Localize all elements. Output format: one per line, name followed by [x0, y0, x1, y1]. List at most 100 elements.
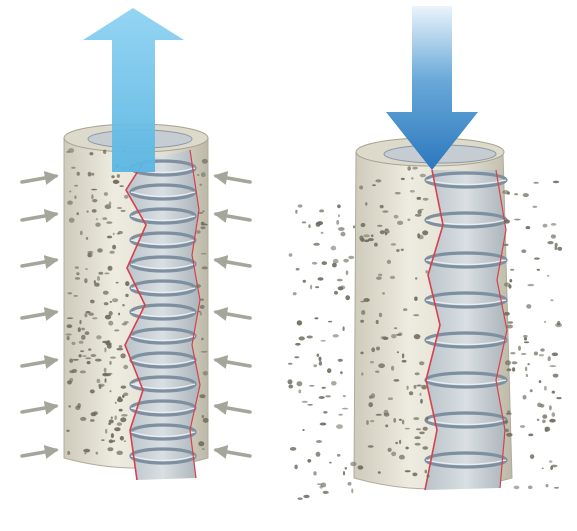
aggregate-speck	[105, 204, 112, 209]
side-arrow-left	[22, 360, 56, 366]
aggregate-speck	[384, 229, 390, 233]
aggregate-speck	[88, 253, 91, 257]
aggregate-speck	[506, 368, 511, 371]
aggregate-speck	[415, 277, 417, 279]
aggregate-speck	[504, 282, 510, 286]
aggregate-speck	[78, 327, 81, 332]
aggregate-speck	[198, 441, 204, 446]
aggregate-speck	[367, 299, 369, 301]
aggregate-speck	[314, 317, 318, 319]
aggregate-speck	[77, 403, 81, 408]
aggregate-speck	[376, 277, 382, 280]
aggregate-speck	[353, 225, 355, 228]
aggregate-speck	[407, 219, 410, 221]
aggregate-speck	[104, 273, 109, 275]
aggregate-speck	[329, 462, 332, 464]
aggregate-speck	[422, 446, 428, 449]
aggregate-speck	[390, 276, 395, 279]
aggregate-speck	[510, 269, 514, 271]
aggregate-speck	[110, 301, 112, 303]
side-arrow-left	[22, 176, 56, 182]
side-arrow-left	[22, 406, 56, 412]
aggregate-speck	[411, 177, 414, 179]
aggregate-speck	[117, 233, 120, 235]
aggregate-speck	[196, 230, 200, 234]
aggregate-speck	[384, 413, 390, 417]
aggregate-speck	[512, 367, 515, 371]
aggregate-speck	[71, 167, 75, 169]
side-arrow-left	[22, 260, 56, 266]
aggregate-speck	[395, 192, 401, 195]
aggregate-speck	[547, 275, 550, 277]
aggregate-speck	[202, 448, 205, 450]
aggregate-speck	[103, 291, 109, 295]
aggregate-speck	[351, 488, 353, 493]
aggregate-speck	[348, 482, 352, 486]
aggregate-speck	[385, 424, 388, 427]
aggregate-speck	[90, 389, 95, 393]
aggregate-speck	[107, 447, 113, 451]
aggregate-speck	[338, 227, 345, 231]
aggregate-speck	[105, 429, 107, 434]
aggregate-speck	[396, 334, 401, 336]
aggregate-speck	[415, 443, 421, 446]
aggregate-speck	[540, 348, 544, 351]
aggregate-speck	[118, 396, 121, 400]
aggregate-speck	[426, 417, 429, 422]
aggregate-speck	[104, 368, 107, 373]
aggregate-speck	[557, 247, 562, 251]
aggregate-speck	[391, 366, 394, 371]
aggregate-speck	[537, 419, 540, 421]
aggregate-speck	[548, 356, 551, 361]
aggregate-speck	[402, 360, 407, 363]
aggregate-speck	[88, 313, 94, 316]
aggregate-speck	[76, 212, 79, 215]
aggregate-speck	[547, 241, 553, 244]
aggregate-speck	[365, 202, 367, 206]
aggregate-speck	[388, 448, 392, 452]
aggregate-speck	[504, 219, 510, 223]
side-arrow-right	[216, 260, 250, 266]
aggregate-speck	[381, 336, 387, 339]
aggregate-speck	[111, 175, 114, 178]
aggregate-speck	[328, 321, 332, 323]
aggregate-speck	[323, 491, 329, 494]
aggregate-speck	[105, 378, 107, 383]
aggregate-speck	[374, 243, 378, 247]
aggregate-speck	[67, 317, 73, 319]
aggregate-speck	[375, 179, 381, 182]
aggregate-speck	[556, 397, 561, 399]
aggregate-speck	[85, 268, 88, 270]
aggregate-speck	[416, 428, 421, 430]
aggregate-speck	[85, 357, 91, 359]
aggregate-speck	[415, 372, 420, 375]
aggregate-speck	[382, 210, 388, 212]
aggregate-speck	[92, 317, 97, 319]
aggregate-speck	[376, 347, 380, 351]
aggregate-speck	[342, 408, 348, 410]
aggregate-speck	[546, 484, 549, 487]
aggregate-speck	[375, 371, 379, 373]
aggregate-speck	[313, 364, 317, 367]
aggregate-speck	[361, 372, 363, 375]
aggregate-speck	[303, 495, 309, 498]
aggregate-speck	[419, 432, 425, 435]
aggregate-speck	[316, 440, 322, 443]
aggregate-speck	[393, 418, 396, 423]
side-arrow-right	[216, 176, 250, 182]
aggregate-speck	[117, 348, 124, 351]
aggregate-speck	[412, 167, 418, 170]
aggregate-speck	[360, 352, 363, 355]
aggregate-speck	[104, 302, 109, 305]
aggregate-speck	[401, 178, 405, 180]
aggregate-speck	[539, 354, 544, 356]
aggregate-speck	[97, 379, 101, 383]
aggregate-speck	[80, 231, 83, 235]
aggregate-speck	[423, 427, 428, 431]
aggregate-speck	[520, 425, 525, 428]
aggregate-speck	[528, 486, 533, 490]
aggregate-speck	[119, 409, 123, 412]
aggregate-speck	[537, 403, 542, 408]
aggregate-speck	[74, 295, 78, 297]
aggregate-speck	[551, 465, 558, 468]
